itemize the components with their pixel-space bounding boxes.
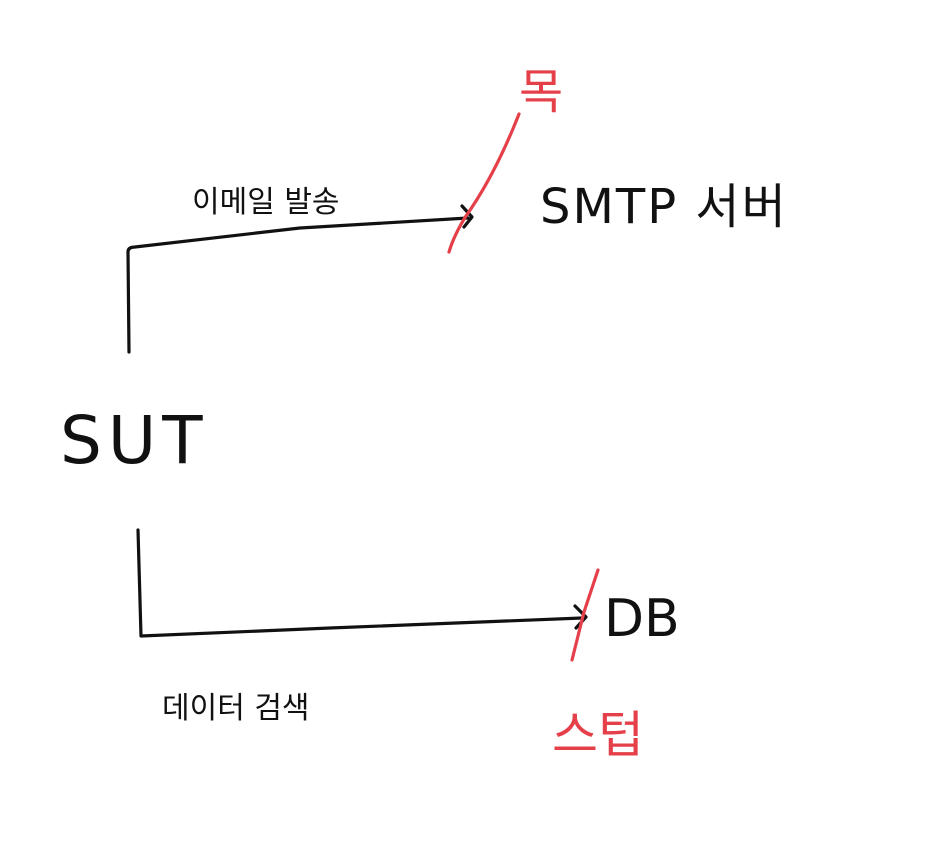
db-label: DB bbox=[604, 589, 680, 649]
email-connector-line bbox=[126, 216, 470, 354]
email-connector-arrowhead bbox=[460, 204, 474, 229]
query-data-label: 데이터 검색 bbox=[162, 691, 310, 726]
query-connector-line bbox=[136, 528, 584, 638]
stub-slash bbox=[570, 568, 600, 662]
smtp-server-label: SMTP 서버 bbox=[540, 179, 788, 235]
sut-label: SUT bbox=[60, 402, 209, 479]
stub-label: 스텁 bbox=[552, 706, 644, 764]
send-email-label: 이메일 발송 bbox=[192, 185, 340, 220]
mock-slash bbox=[447, 112, 521, 254]
mock-label: 목 bbox=[519, 64, 563, 120]
